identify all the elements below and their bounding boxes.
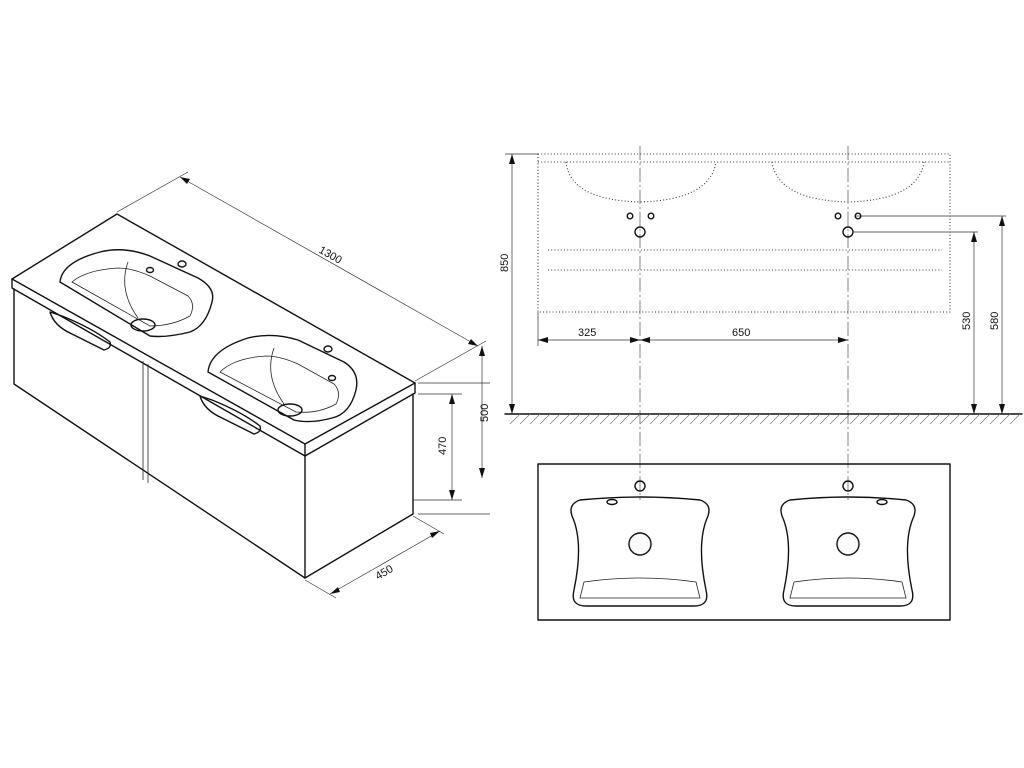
door-split-line	[142, 361, 149, 483]
countertop-front-edge	[11, 278, 306, 457]
plan-view	[537, 463, 951, 621]
dimension-height-cabinet: 470	[413, 393, 462, 501]
dimension-depth: 450	[304, 515, 445, 599]
elevation-cabinet-outline	[537, 153, 951, 313]
plan-tap-left	[634, 480, 646, 492]
drawer-handle-right	[199, 395, 262, 435]
drawer-handle-left	[49, 311, 112, 351]
label-drain-height: 530	[961, 312, 973, 330]
label-height-front: 500	[479, 404, 491, 422]
plan-basin-right-outer	[780, 496, 916, 607]
basin-left-outer	[59, 249, 214, 338]
basin-left-drain	[130, 318, 156, 332]
plan-overflow-left	[606, 498, 618, 506]
plan-tap-right	[842, 480, 854, 492]
plan-basin-left-inner	[579, 577, 701, 599]
elevation-drain-left	[634, 226, 646, 238]
isometric-view: 1300 500 470 450	[11, 171, 491, 599]
plan-overflow-right	[876, 498, 888, 506]
label-mount-height: 850	[499, 254, 511, 272]
basin-left-bowl-arc	[124, 261, 139, 319]
label-tap-height: 580	[989, 312, 1001, 330]
label-width: 1300	[317, 244, 344, 267]
basin-right-drain	[277, 403, 303, 417]
label-basin-spacing: 650	[732, 327, 750, 339]
plan-drain-left	[628, 532, 652, 556]
label-depth: 450	[374, 563, 396, 583]
countertop-top-surface	[11, 213, 416, 445]
plan-drain-right	[836, 532, 860, 556]
front-elevation: 850 325 650 530 580	[499, 146, 1023, 500]
basin-right-inner	[219, 355, 339, 413]
plan-basin-right-inner	[789, 577, 907, 599]
elevation-basin-left	[565, 161, 717, 203]
dimension-height-front: 500	[418, 346, 491, 515]
dimension-mount-height: 850	[499, 153, 538, 414]
floor-hatch	[509, 413, 1021, 425]
plan-basin-left-outer	[570, 496, 710, 607]
dimension-width: 1300	[116, 171, 487, 382]
cabinet-side	[304, 393, 414, 579]
countertop-side-edge	[304, 382, 416, 457]
basin-right-outer	[207, 334, 358, 423]
basin-left-overflow	[145, 266, 155, 274]
dimension-horizontal: 325 650	[537, 312, 848, 346]
cabinet-front	[13, 288, 306, 579]
label-offset-left: 325	[578, 327, 596, 339]
basin-left-tap-hole	[177, 260, 187, 268]
basin-right-tap-hole	[323, 345, 333, 353]
basin-left-inner	[71, 267, 193, 327]
plan-countertop	[537, 463, 951, 621]
basin-right-bowl-arc	[270, 347, 285, 405]
label-height-cabinet: 470	[437, 437, 449, 455]
dimension-vertical-right: 530 580	[853, 215, 1006, 414]
basin-right-overflow	[327, 374, 337, 382]
